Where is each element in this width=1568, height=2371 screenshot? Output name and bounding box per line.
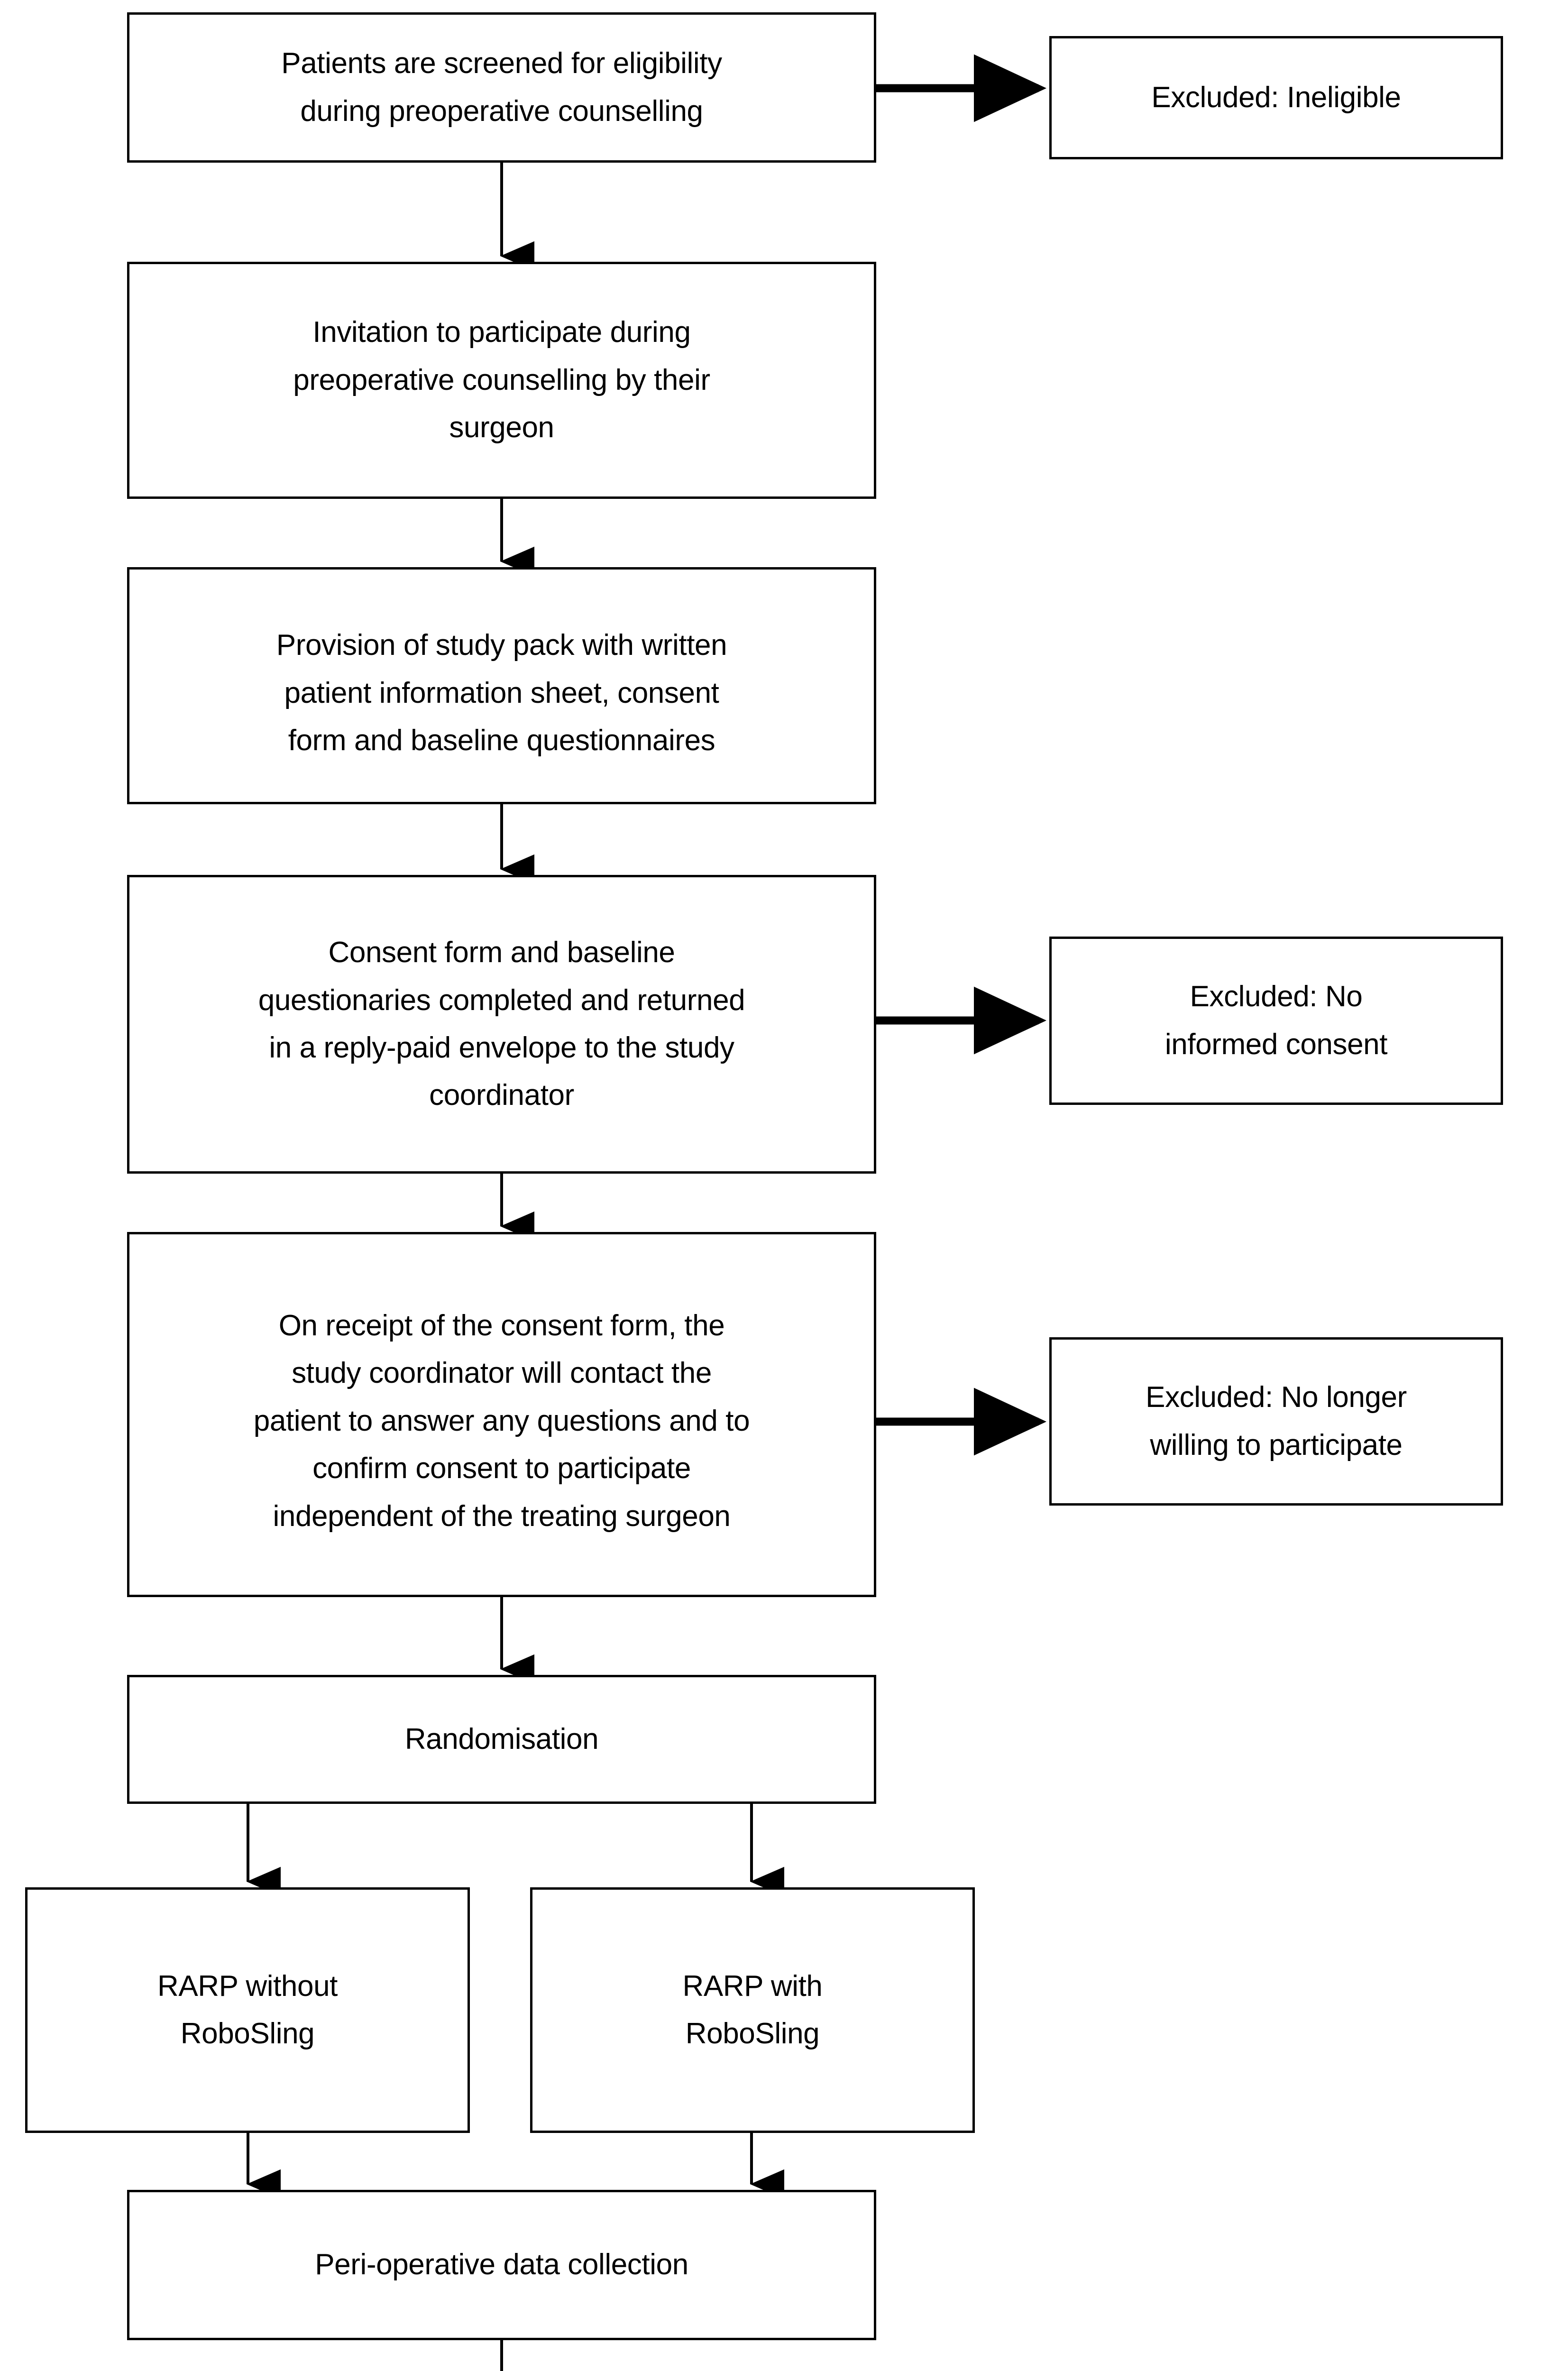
node-excluded-no-consent-label: Excluded: No informed consent <box>1165 980 1388 1061</box>
node-peri-operative-data-collection-label: Peri-operative data collection <box>315 2248 688 2281</box>
node-excluded-unwilling: Excluded: No longer willing to participa… <box>1049 1337 1503 1506</box>
node-excluded-unwilling-label: Excluded: No longer willing to participa… <box>1146 1381 1407 1461</box>
node-rarp-without-robosling: RARP without RoboSling <box>25 1887 470 2133</box>
node-coordinator-contact-label: On receipt of the consent form, the stud… <box>253 1309 750 1533</box>
node-rarp-with-robosling-label: RARP with RoboSling <box>682 1969 823 2050</box>
node-excluded-no-consent: Excluded: No informed consent <box>1049 937 1503 1105</box>
node-invitation-label: Invitation to participate during preoper… <box>293 316 710 444</box>
node-randomisation-label: Randomisation <box>404 1722 599 1755</box>
node-consent-returned-label: Consent form and baseline questionaries … <box>258 936 745 1112</box>
node-randomisation: Randomisation <box>127 1675 876 1804</box>
node-rarp-without-robosling-label: RARP without RoboSling <box>157 1969 338 2050</box>
node-excluded-ineligible: Excluded: Ineligible <box>1049 36 1503 159</box>
node-invitation: Invitation to participate during preoper… <box>127 262 876 499</box>
node-study-pack-label: Provision of study pack with written pat… <box>276 629 727 757</box>
node-study-pack: Provision of study pack with written pat… <box>127 567 876 804</box>
node-rarp-with-robosling: RARP with RoboSling <box>530 1887 975 2133</box>
node-peri-operative-data-collection: Peri-operative data collection <box>127 2190 876 2340</box>
node-excluded-ineligible-label: Excluded: Ineligible <box>1151 81 1401 114</box>
node-coordinator-contact: On receipt of the consent form, the stud… <box>127 1232 876 1597</box>
node-screening: Patients are screened for eligibility du… <box>127 12 876 163</box>
node-screening-label: Patients are screened for eligibility du… <box>281 47 722 128</box>
node-consent-returned: Consent form and baseline questionaries … <box>127 875 876 1174</box>
